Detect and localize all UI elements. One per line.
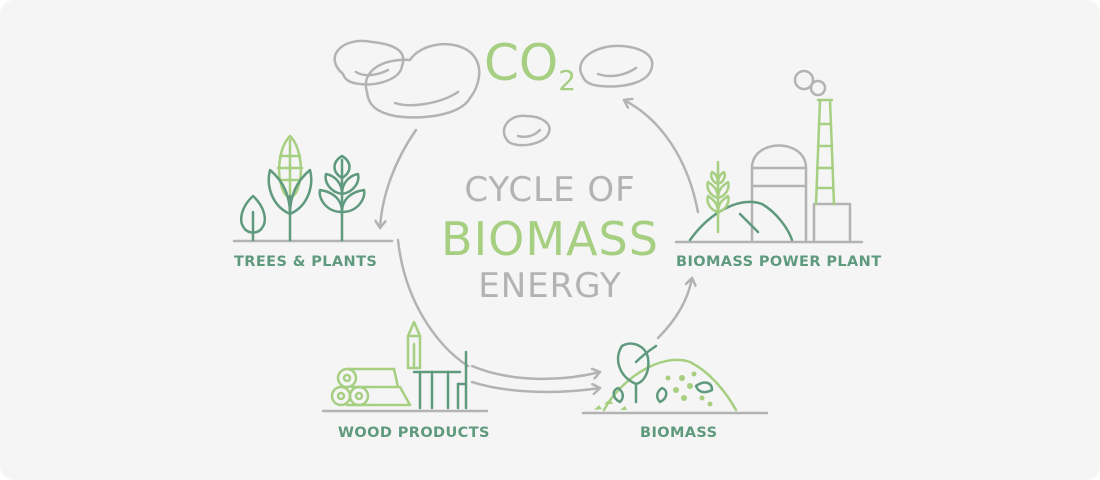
cloud-right-icon (579, 44, 654, 88)
pencil-icon (406, 320, 422, 370)
cloud-left-icon (333, 39, 405, 86)
cloud-small-icon (502, 114, 551, 147)
co2-clouds (333, 39, 654, 147)
center-title-line1: CYCLE OF (464, 170, 636, 210)
leaf-icon (612, 342, 714, 404)
arrow-clouds-to-trees (380, 128, 418, 230)
wheat-icon (706, 160, 730, 234)
co2-subscript: 2 (558, 64, 577, 97)
co2-main-text: CO (484, 34, 559, 92)
arrow-plant-to-clouds (622, 100, 700, 214)
tall-plant-icon (318, 154, 366, 242)
biomass-heap (688, 200, 794, 242)
label-power-plant: BIOMASS POWER PLANT (676, 254, 882, 270)
small-tree-icon (240, 194, 266, 242)
label-trees-plants: TREES & PLANTS (234, 254, 378, 270)
center-title-line3: ENERGY (478, 266, 622, 306)
logs-icon (330, 367, 412, 407)
arrow-wood-to-biomass-2 (470, 380, 602, 392)
trees-plants-illustration (232, 134, 394, 243)
plant-building-icon (750, 144, 852, 242)
small-leaves (594, 399, 627, 410)
cloud-main-icon (364, 43, 481, 119)
arrow-trees-to-wood (396, 238, 470, 368)
corn-icon (267, 134, 313, 242)
smoke-icon (793, 69, 827, 97)
arrow-wood-to-biomass-1 (470, 364, 602, 381)
center-title-line2: BIOMASS (441, 212, 659, 266)
label-wood-products: WOOD PRODUCTS (338, 425, 490, 441)
biomass-pile (602, 358, 738, 412)
table-chair-icon (412, 350, 468, 410)
arrow-biomass-to-plant (656, 276, 692, 340)
cycle-arrows (380, 100, 700, 392)
pellets (665, 371, 713, 407)
co2-label: CO2 (484, 38, 576, 95)
power-plant-illustration (674, 69, 864, 244)
biomass-illustration (581, 342, 769, 415)
chimney-icon (814, 98, 836, 206)
wood-products-illustration (321, 320, 489, 413)
label-biomass: BIOMASS (640, 425, 718, 441)
